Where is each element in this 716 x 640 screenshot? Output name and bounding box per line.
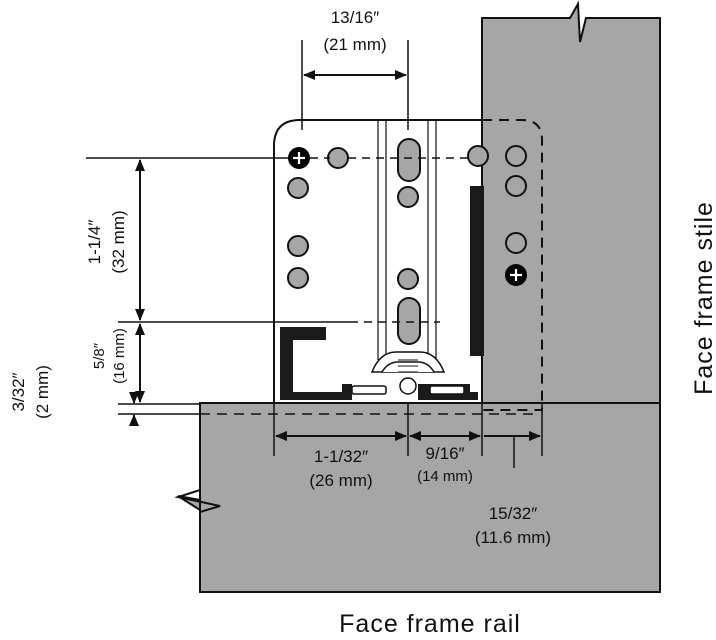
face-frame-rail <box>177 402 661 593</box>
dim-spacing-imperial: 1-1/4″ <box>85 220 104 265</box>
dim-left-imperial: 1-1/32″ <box>314 447 368 466</box>
dim-middle-metric: (14 mm) <box>417 468 473 485</box>
dim-flange-metric: (16 mm) <box>111 328 128 384</box>
dim-top-metric: (21 mm) <box>323 35 386 54</box>
dim-clearance-imperial: 3/32″ <box>9 372 28 411</box>
dim-spacing-metric: (32 mm) <box>109 210 128 273</box>
dim-right-imperial: 15/32″ <box>489 504 538 523</box>
label-face-frame-stile: Face frame stile <box>690 201 716 395</box>
dim-top-imperial: 13/16″ <box>331 8 380 27</box>
dim-left-metric: (26 mm) <box>309 471 372 490</box>
dim-flange-imperial: 5/8″ <box>91 342 108 369</box>
screw-icon <box>505 264 527 286</box>
label-face-frame-rail: Face frame rail <box>339 610 521 638</box>
slot-channel <box>377 120 437 360</box>
dim-clearance-metric: (2 mm) <box>33 365 52 419</box>
roller-mechanism <box>351 351 465 395</box>
break-line <box>174 489 221 513</box>
reference-lines <box>86 157 540 415</box>
screw-icon <box>288 147 310 169</box>
dim-right-metric: (11.6 mm) <box>475 528 551 547</box>
roller-ticks <box>398 359 418 373</box>
slotted-holes <box>397 138 421 345</box>
dimension-arrows <box>129 70 541 468</box>
round-holes <box>287 145 527 290</box>
extension-lines <box>273 40 543 456</box>
side-flange <box>470 186 484 356</box>
hidden-bracket-outline <box>482 119 543 411</box>
dim-middle-imperial: 9/16″ <box>425 444 464 463</box>
slide-channel <box>280 327 352 400</box>
